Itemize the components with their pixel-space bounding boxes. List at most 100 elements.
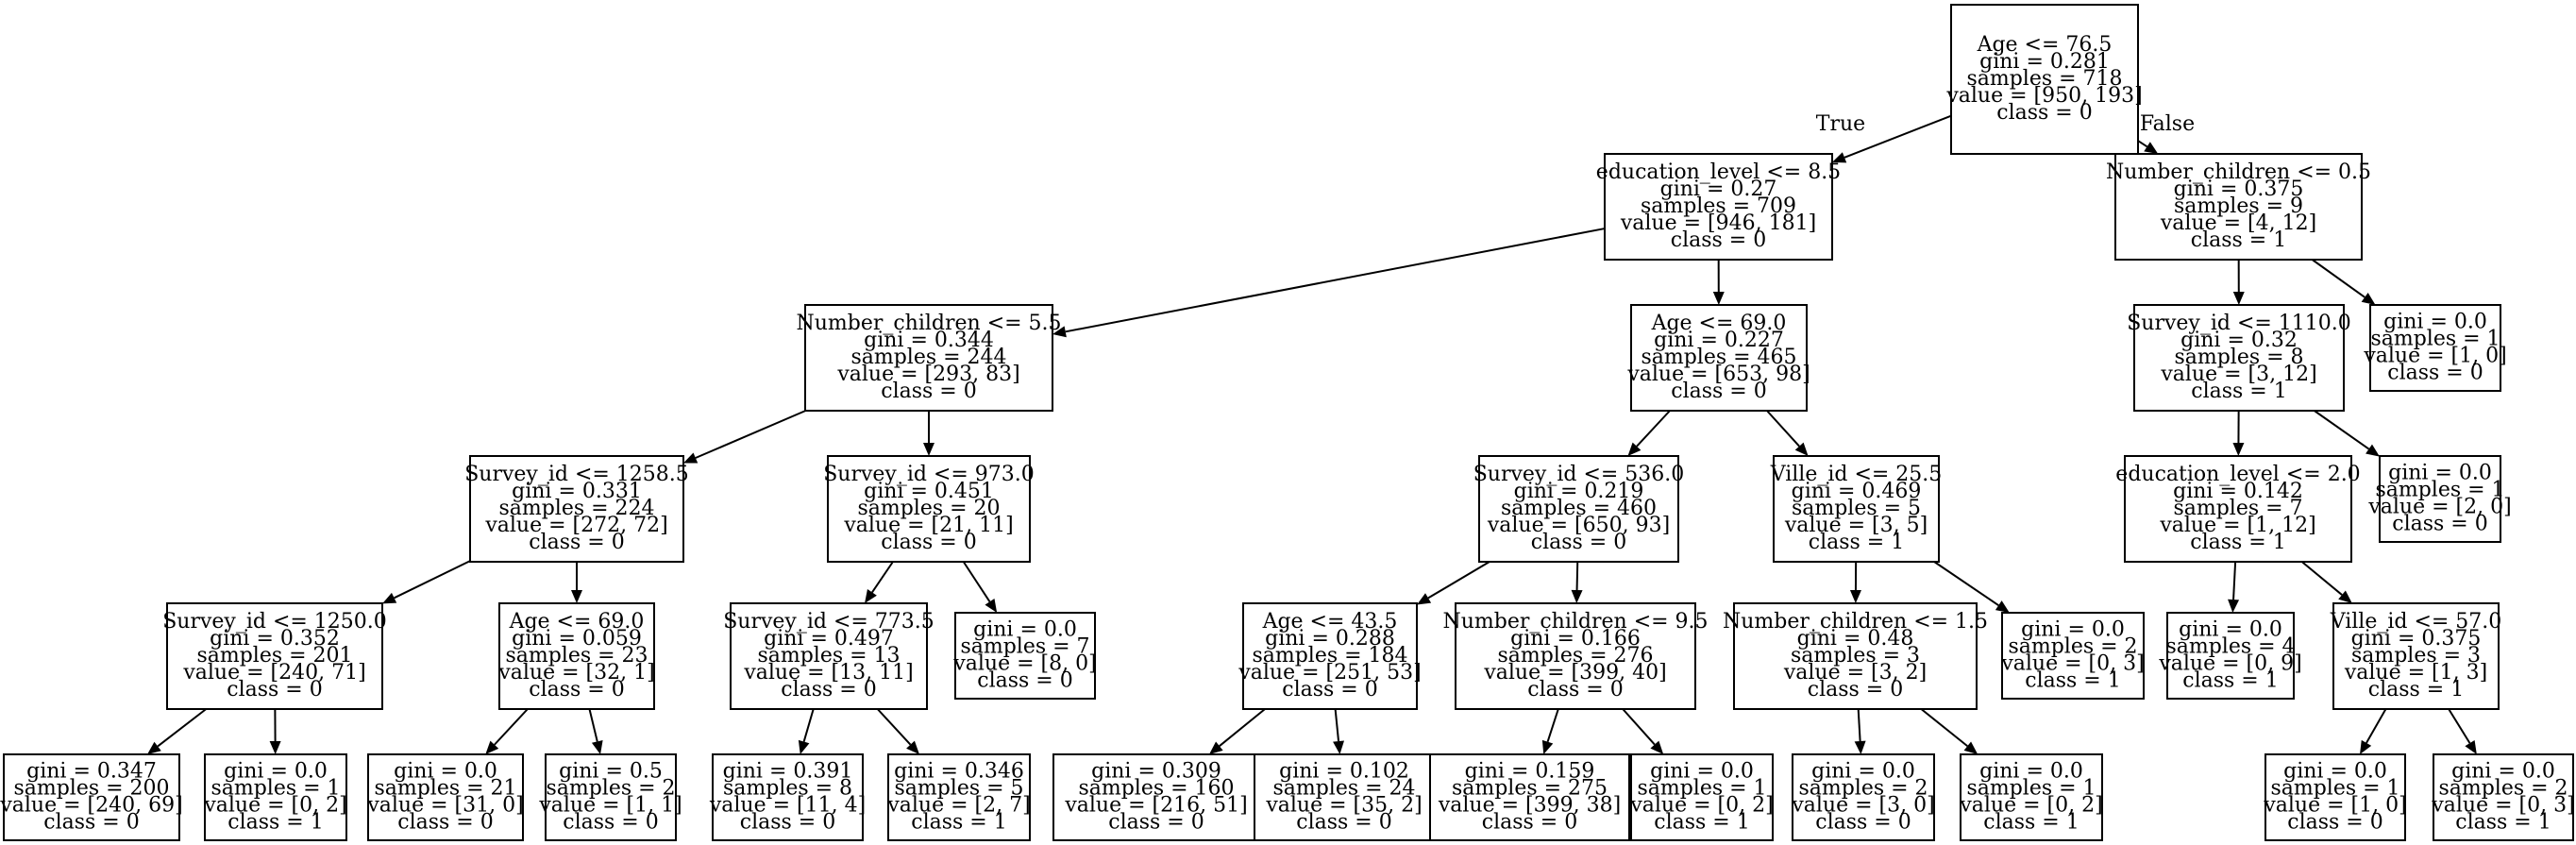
- node-text-line: gini = 0.142: [2173, 480, 2303, 503]
- node-text-line: value = [653, 98]: [1626, 363, 1810, 386]
- arrowhead: [1052, 326, 1067, 338]
- node-box: [1478, 455, 1679, 563]
- node-text-line: samples = 1: [1637, 777, 1766, 801]
- node-text-line: class = 0: [2387, 362, 2483, 385]
- node-text-line: value = [240, 71]: [182, 661, 365, 684]
- node-text-line: class = 0: [1108, 811, 1204, 835]
- arrowhead: [1963, 741, 1978, 754]
- tree-edge: [871, 561, 894, 593]
- node-text-line: gini = 0.27: [1660, 177, 1777, 201]
- node-text-line: gini = 0.0: [394, 760, 497, 784]
- tree-edge: [494, 708, 529, 746]
- node-text-line: value = [251, 53]: [1237, 661, 1421, 684]
- tree-edge: [394, 560, 471, 600]
- node-text-line: class = 0: [43, 811, 139, 835]
- node-text-line: class = 0: [1671, 228, 1766, 252]
- arrowhead: [1571, 589, 1583, 603]
- node-text-line: value = [2, 0]: [2367, 496, 2511, 519]
- node-text-line: samples = 1: [210, 777, 340, 801]
- node-text-line: samples = 200: [13, 777, 169, 801]
- node-text-line: value = [0, 9]: [2158, 652, 2301, 676]
- arrowhead: [1712, 291, 1725, 305]
- arrowhead: [798, 739, 810, 754]
- tree-edge: [2232, 561, 2237, 600]
- node-text-line: samples = 24: [1272, 777, 1415, 801]
- node-text-line: class = 1: [911, 811, 1006, 835]
- node-box: [1630, 304, 1808, 412]
- node-text-line: value = [3, 5]: [1784, 514, 1928, 537]
- node-text-line: Number_children <= 5.5: [796, 312, 1061, 335]
- node-text-line: value = [21, 11]: [843, 514, 1013, 537]
- tree-edge: [1766, 410, 1800, 448]
- node-box: [204, 753, 347, 841]
- node-text-line: value = [1, 1]: [538, 794, 682, 818]
- node-box: [545, 753, 677, 841]
- tree-arrowheads: [147, 142, 2477, 754]
- node-text-line: gini = 0.5: [559, 760, 663, 784]
- node-text-line: value = [8, 0]: [952, 652, 1096, 676]
- arrowhead: [1854, 740, 1866, 754]
- node-text-line: value = [3, 0]: [1791, 794, 1934, 818]
- node-text-line: value = [13, 11]: [743, 661, 913, 684]
- node-text-line: gini = 0.0: [2451, 760, 2555, 784]
- node-text-line: education_level <= 8.5: [1596, 161, 1841, 184]
- node-text-line: value = [2, 7]: [886, 794, 1030, 818]
- tree-edge: [876, 708, 912, 746]
- node-box: [954, 612, 1096, 700]
- node-text-line: samples = 13: [757, 644, 900, 668]
- node-text-line: gini = 0.375: [2174, 177, 2304, 201]
- node-text-line: Age <= 69.0: [509, 610, 645, 634]
- tree-edge: [1844, 114, 1952, 159]
- node-text-line: Survey_id <= 536.0: [1473, 463, 1685, 486]
- node-text-line: samples = 4: [2165, 635, 2295, 659]
- node-box: [469, 455, 684, 563]
- node-text-line: samples = 276: [1497, 644, 1653, 668]
- node-box: [1630, 753, 1774, 841]
- node-text-line: gini = 0.0: [973, 618, 1077, 642]
- node-text-line: gini = 0.375: [2351, 627, 2482, 651]
- node-text-line: Ville_id <= 25.5: [1770, 463, 1943, 486]
- node-text-line: samples = 718: [1966, 67, 2122, 91]
- node-text-line: value = [1, 0]: [2363, 345, 2506, 368]
- node-box: [804, 304, 1053, 412]
- node-text-line: samples = 23: [505, 644, 648, 668]
- node-text-line: Survey_id <= 1110.0: [2127, 312, 2351, 335]
- arrowhead: [382, 592, 397, 604]
- node-box: [1455, 602, 1696, 710]
- node-text-line: samples = 244: [850, 346, 1006, 369]
- node-box: [730, 602, 928, 710]
- node-text-line: class = 1: [2191, 380, 2286, 403]
- node-text-line: samples = 9: [2174, 194, 2303, 218]
- node-text-line: class = 1: [1654, 811, 1749, 835]
- node-text-line: samples = 20: [857, 497, 1000, 520]
- node-text-line: gini = 0.331: [512, 480, 642, 503]
- node-text-line: samples = 1: [2375, 479, 2504, 502]
- node-text-line: class = 0: [1482, 811, 1577, 835]
- node-text-line: class = 0: [1296, 811, 1391, 835]
- node-box: [498, 602, 655, 710]
- node-text-line: Number_children <= 0.5: [2106, 161, 2371, 184]
- node-text-line: samples = 2: [2438, 777, 2568, 801]
- node-text-line: value = [1, 0]: [2263, 794, 2406, 818]
- tree-edge: [2301, 561, 2343, 596]
- node-box: [2114, 153, 2363, 261]
